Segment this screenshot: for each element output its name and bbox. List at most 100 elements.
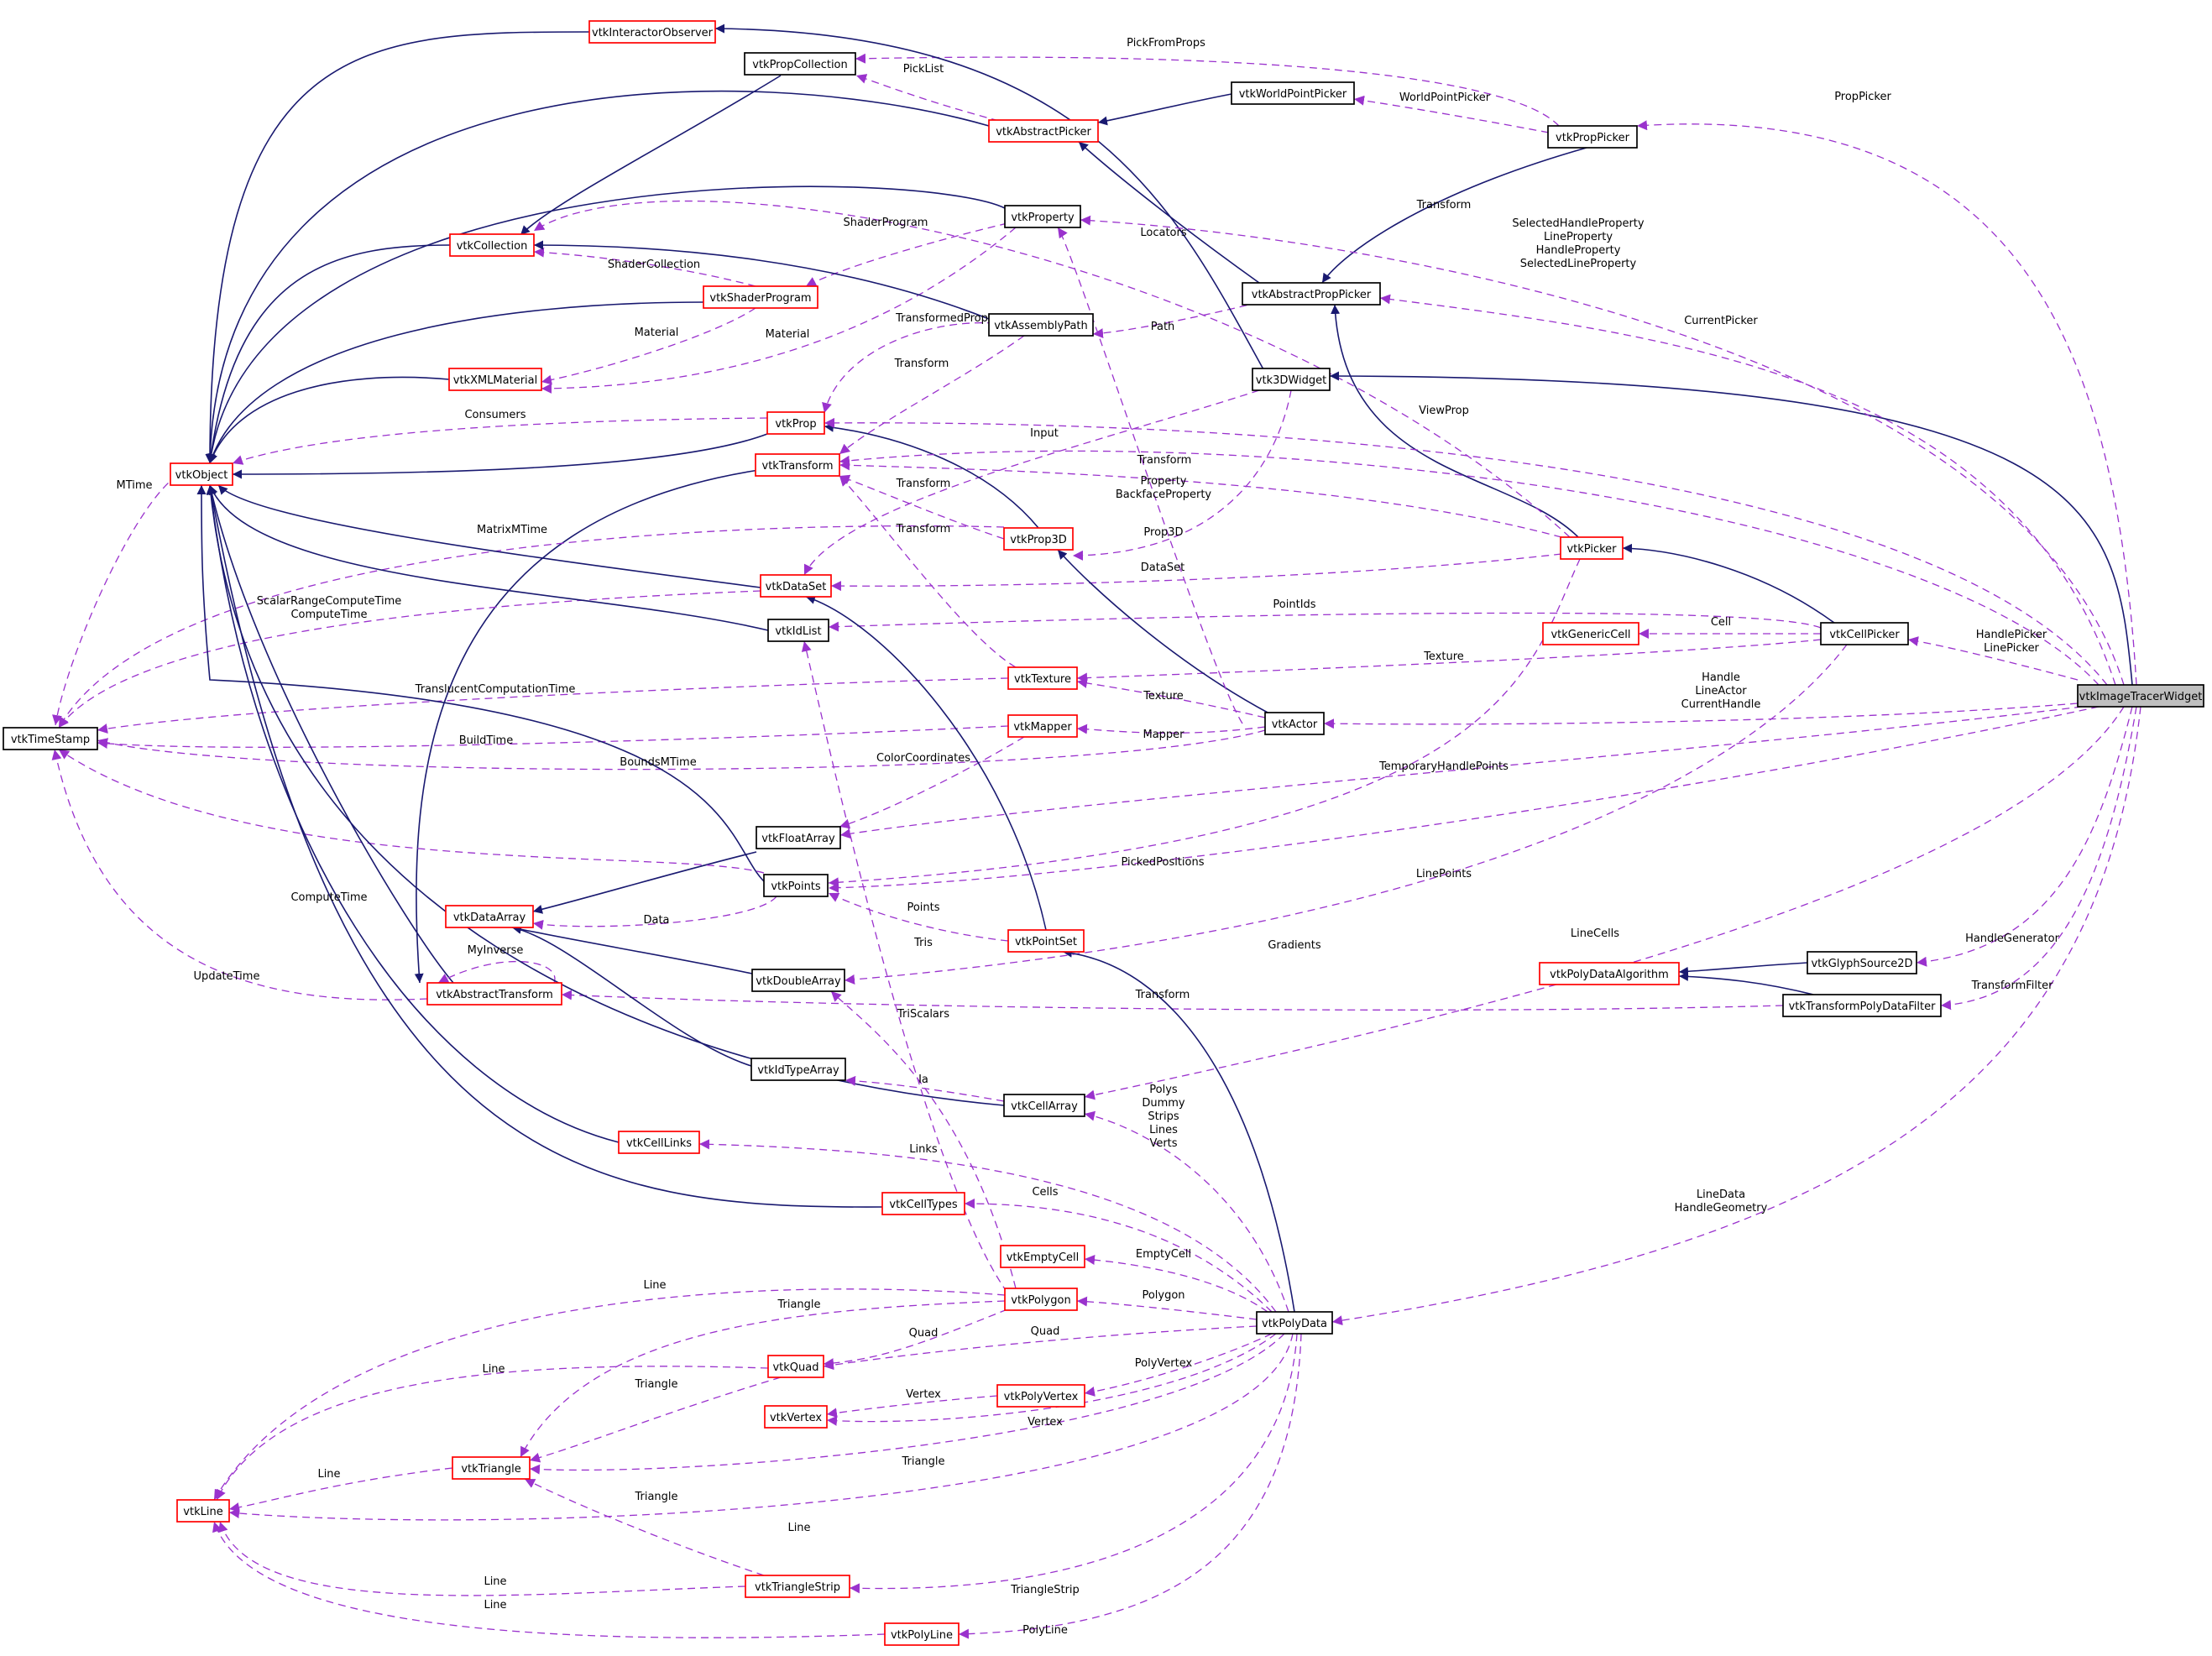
edge-vtkPointSet-to-vtkPoints xyxy=(828,892,1009,942)
class-node-label: vtkInteractorObserver xyxy=(592,27,714,39)
edge-vtkImageTracerWidget-to-vtkTransformPolyDataFilter xyxy=(1940,706,2137,1011)
class-node-box xyxy=(745,1575,850,1598)
edge-label: Locators xyxy=(1140,227,1186,239)
class-node-label: vtkObject xyxy=(175,469,228,482)
edge-vtkPolyVertex-to-vtkVertex xyxy=(826,1395,998,1418)
edge-label: Line xyxy=(787,1522,810,1534)
edge-label: Links xyxy=(909,1143,938,1156)
edge-vtkPolyLine-to-vtkLine xyxy=(212,1521,886,1638)
edge-label: PickedPositions xyxy=(1121,856,1204,869)
class-node-vtkAbstractPicker[interactable]: vtkAbstractPicker xyxy=(988,119,1099,143)
edge-label: Line xyxy=(643,1279,666,1292)
class-node-vtkProperty[interactable]: vtkProperty xyxy=(1004,205,1081,228)
class-node-vtkCellLinks[interactable]: vtkCellLinks xyxy=(618,1131,700,1154)
class-node-vtkCellPicker[interactable]: vtkCellPicker xyxy=(1820,622,1909,645)
class-node-vtkAbstractPropPicker[interactable]: vtkAbstractPropPicker xyxy=(1242,282,1381,306)
class-node-vtkMapper[interactable]: vtkMapper xyxy=(1007,714,1078,738)
edge-vtkPointSet-to-vtkDataSet xyxy=(805,595,1047,931)
class-node-vtkFloatArray[interactable]: vtkFloatArray xyxy=(756,826,841,849)
edge-vtkPicker-to-vtkAbstractPropPicker xyxy=(1331,304,1579,538)
class-node-vtkIdList[interactable]: vtkIdList xyxy=(767,619,829,642)
class-node-box xyxy=(1807,951,1917,974)
class-node-box xyxy=(751,969,845,992)
edge-vtkAbstractTransform-to-vtkObject xyxy=(207,484,454,984)
class-node-vtkCellTypes[interactable]: vtkCellTypes xyxy=(881,1192,965,1215)
class-node-vtkPolyVertex[interactable]: vtkPolyVertex xyxy=(996,1384,1085,1408)
class-node-vtkLine[interactable]: vtkLine xyxy=(176,1499,230,1523)
class-node-vtkGenericCell[interactable]: vtkGenericCell xyxy=(1542,622,1639,645)
edge-label: Triangle xyxy=(777,1298,820,1311)
edge-vtkImageTracerWidget-to-vtkActor xyxy=(1323,703,2079,729)
class-node-label: vtkCellArray xyxy=(1011,1100,1078,1113)
edge-vtkImageTracerWidget-to-vtkPropPicker xyxy=(1636,120,2137,686)
class-node-box xyxy=(750,1058,846,1081)
class-node-vtkPolyLine[interactable]: vtkPolyLine xyxy=(884,1622,960,1646)
class-node-vtkPolygon[interactable]: vtkPolygon xyxy=(1004,1288,1078,1311)
class-node-vtkEmptyCell[interactable]: vtkEmptyCell xyxy=(1000,1245,1085,1268)
edge-vtkAbstractTransform-to-vtkTimeStamp xyxy=(51,749,428,1000)
class-node-vtkPicker[interactable]: vtkPicker xyxy=(1560,536,1624,560)
class-node-vtkProp3D[interactable]: vtkProp3D xyxy=(1003,527,1074,551)
class-node-vtkPolyData[interactable]: vtkPolyData xyxy=(1256,1311,1333,1335)
class-node-box xyxy=(3,727,98,750)
class-node-vtkTransform[interactable]: vtkTransform xyxy=(755,453,840,477)
class-node-box xyxy=(1820,622,1909,645)
class-node-vtk3DWidget[interactable]: vtk3DWidget xyxy=(1252,368,1331,391)
edge-vtkShaderProgram-to-vtkObject xyxy=(208,301,704,464)
class-node-vtkPropCollection[interactable]: vtkPropCollection xyxy=(744,52,856,76)
edge-vtkCellArray-to-vtkObject xyxy=(206,484,1005,1106)
class-node-vtkCollection[interactable]: vtkCollection xyxy=(449,233,535,257)
class-node-vtkProp[interactable]: vtkProp xyxy=(766,411,825,435)
edge-label: Ia xyxy=(918,1074,928,1086)
class-node-label: vtkEmptyCell xyxy=(1007,1251,1080,1264)
edge-vtkActor-to-vtkTexture xyxy=(1076,677,1266,718)
edge-label: ShaderProgram xyxy=(844,217,928,229)
class-node-vtkTransformPolyDataFilter[interactable]: vtkTransformPolyDataFilter xyxy=(1782,994,1942,1017)
edge-label: PickList xyxy=(903,63,944,76)
class-node-vtkGlyphSource2D[interactable]: vtkGlyphSource2D xyxy=(1807,951,1917,974)
class-node-vtkAssemblyPath[interactable]: vtkAssemblyPath xyxy=(988,313,1094,337)
class-node-vtkVertex[interactable]: vtkVertex xyxy=(764,1405,828,1429)
edge-vtkProp3D-to-vtkTransform xyxy=(839,474,1005,540)
edge-label: ShaderCollection xyxy=(608,259,700,271)
class-node-vtkObject[interactable]: vtkObject xyxy=(170,462,233,486)
class-node-vtkPolyDataAlgorithm[interactable]: vtkPolyDataAlgorithm xyxy=(1539,962,1680,985)
class-node-vtkTriangleStrip[interactable]: vtkTriangleStrip xyxy=(745,1575,850,1598)
edge-label: Mapper xyxy=(1143,729,1184,741)
class-node-vtkTexture[interactable]: vtkTexture xyxy=(1007,666,1078,690)
edge-vtkPolygon-to-vtkLine xyxy=(213,1288,1006,1501)
class-node-vtkQuad[interactable]: vtkQuad xyxy=(767,1355,824,1378)
edge-vtkPoints-to-vtkDataArray xyxy=(532,896,777,930)
edge-vtkImageTracerWidget-to-vtk3DWidget xyxy=(1329,371,2133,686)
class-node-vtkAbstractTransform[interactable]: vtkAbstractTransform xyxy=(426,982,562,1006)
edge-vtkPolyData-to-vtkCellLinks xyxy=(698,1139,1277,1313)
edge-vtkPolyData-to-vtkVertex xyxy=(826,1333,1277,1426)
class-node-vtkDataArray[interactable]: vtkDataArray xyxy=(445,905,534,928)
class-node-vtkTimeStamp[interactable]: vtkTimeStamp xyxy=(3,727,98,750)
class-node-label: vtkTimeStamp xyxy=(11,734,90,746)
edge-label: Path xyxy=(1151,321,1175,333)
class-node-vtkPoints[interactable]: vtkPoints xyxy=(763,874,829,897)
class-node-label: vtkPolyVertex xyxy=(1004,1391,1079,1403)
edge-vtkTriangle-to-vtkLine xyxy=(228,1467,453,1512)
class-node-vtkActor[interactable]: vtkActor xyxy=(1264,712,1325,735)
class-node-label: vtkPolyDataAlgorithm xyxy=(1550,969,1669,981)
class-node-vtkDataSet[interactable]: vtkDataSet xyxy=(760,574,832,598)
class-node-vtkShaderProgram[interactable]: vtkShaderProgram xyxy=(703,285,818,309)
class-node-box xyxy=(767,619,829,642)
edge-label: Triangle xyxy=(634,1378,677,1391)
class-node-vtkPointSet[interactable]: vtkPointSet xyxy=(1007,929,1085,953)
class-node-vtkIdTypeArray[interactable]: vtkIdTypeArray xyxy=(750,1058,846,1081)
class-node-vtkDoubleArray[interactable]: vtkDoubleArray xyxy=(751,969,845,992)
class-node-vtkCellArray[interactable]: vtkCellArray xyxy=(1003,1094,1085,1117)
class-node-vtkWorldPointPicker[interactable]: vtkWorldPointPicker xyxy=(1231,81,1355,105)
class-node-vtkXMLMaterial[interactable]: vtkXMLMaterial xyxy=(448,368,542,391)
edge-label: Points xyxy=(907,901,939,914)
edge-label: Transform xyxy=(1137,454,1192,467)
edge-vtkImageTracerWidget-to-vtkPolyData xyxy=(1331,706,2141,1326)
class-node-vtkImageTracerWidget[interactable]: vtkImageTracerWidget xyxy=(2077,684,2204,708)
class-node-vtkTriangle[interactable]: vtkTriangle xyxy=(452,1456,531,1480)
class-node-vtkPropPicker[interactable]: vtkPropPicker xyxy=(1547,125,1638,149)
class-node-vtkInteractorObserver[interactable]: vtkInteractorObserver xyxy=(588,20,716,44)
